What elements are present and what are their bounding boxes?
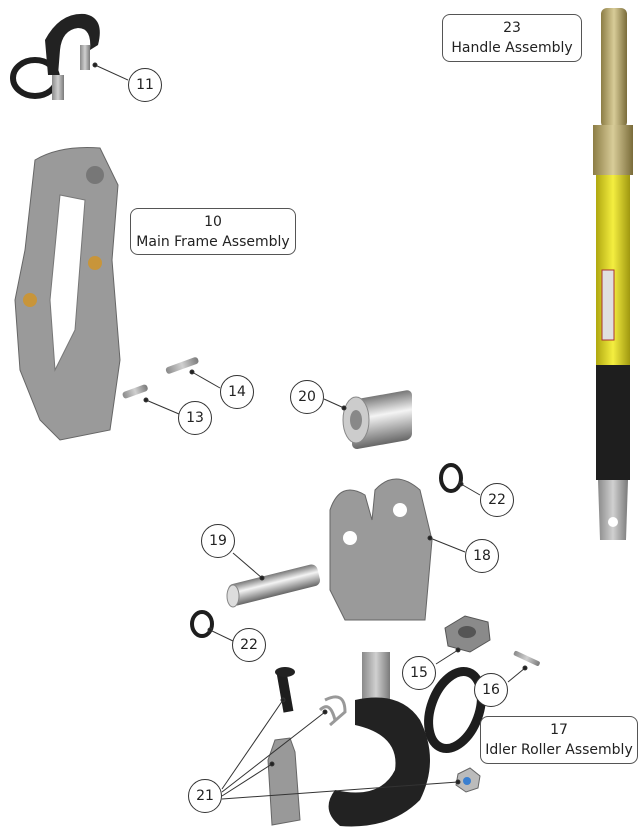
label-name: Handle Assembly: [451, 40, 573, 56]
callout-22: 22: [480, 483, 514, 517]
part-22-ring: [439, 463, 463, 493]
part-10-main-frame: [14, 147, 121, 441]
part-22-ring: [190, 610, 214, 638]
callout-11: 11: [128, 68, 162, 102]
part-20-roller: [342, 390, 412, 449]
callout-15: 15: [402, 656, 436, 690]
label-name: Main Frame Assembly: [136, 234, 290, 250]
callout-13: 13: [178, 401, 212, 435]
callout-22b: 22: [232, 628, 266, 662]
callout-18: 18: [465, 539, 499, 573]
part-23-handle: [593, 8, 633, 540]
label-main-frame-assembly: 10 Main Frame Assembly: [130, 208, 296, 255]
part-17-hook: [328, 652, 486, 827]
part-21-kit: [267, 667, 347, 826]
label-number: 17: [550, 722, 568, 738]
callout-21: 21: [188, 779, 222, 813]
callout-14: 14: [220, 375, 254, 409]
label-number: 23: [503, 20, 521, 36]
part-18-clevis: [329, 478, 433, 621]
part-14-pin: [165, 357, 199, 374]
callout-19: 19: [201, 524, 235, 558]
callout-16: 16: [474, 673, 508, 707]
label-number: 10: [204, 214, 222, 230]
label-handle-assembly: 23 Handle Assembly: [442, 14, 582, 62]
label-idler-roller-assembly: 17 Idler Roller Assembly: [480, 716, 638, 764]
label-name: Idler Roller Assembly: [485, 742, 633, 758]
part-13-pin: [122, 384, 148, 399]
callout-20: 20: [290, 380, 324, 414]
part-11-hook: [10, 13, 100, 100]
part-19-axle: [226, 564, 321, 608]
leader-lines: [92, 62, 528, 800]
part-16-pin: [513, 650, 540, 666]
part-15-nut: [444, 615, 491, 653]
